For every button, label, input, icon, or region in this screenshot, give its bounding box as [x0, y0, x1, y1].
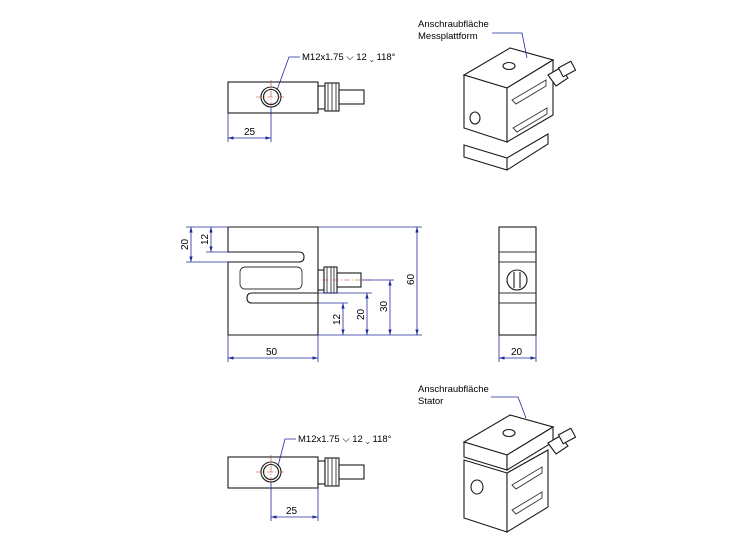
dim-front-center: 30: [379, 300, 390, 312]
iso-view-upper: Anschraubfläche Messplattform: [418, 19, 577, 171]
iso-bottom-label-2: Stator: [418, 396, 443, 407]
front-view: 50 60 30 20 12 20 12: [180, 226, 422, 362]
iso-view-lower: Anschraubfläche Stator: [418, 384, 577, 533]
dim-front-height: 60: [406, 273, 417, 285]
dim-top-offset: 25: [244, 127, 256, 138]
dim-side-width: 20: [511, 347, 523, 358]
iso-top-label-1: Anschraubfläche: [418, 19, 489, 30]
iso-bottom-label-1: Anschraubfläche: [418, 384, 489, 395]
bottom-thread-callout: M12x1.75 ⌵ 12 ⌄ 118°: [298, 434, 392, 445]
dim-front-lower-outer: 20: [356, 308, 367, 320]
dim-bottom-offset: 25: [286, 506, 298, 517]
top-view-upper: M12x1.75 ⌵ 12 ⌄ 118° 25: [227, 52, 396, 142]
dim-front-width: 50: [266, 347, 278, 358]
iso-top-label-2: Messplattform: [418, 31, 478, 42]
top-view-lower: M12x1.75 ⌵ 12 ⌄ 118° 25: [227, 434, 392, 521]
dim-front-upper-inner: 12: [200, 233, 211, 245]
side-view: 20: [498, 226, 537, 362]
gland-nut-icon: [506, 269, 528, 291]
dim-front-lower-inner: 12: [332, 313, 343, 325]
top-thread-callout: M12x1.75 ⌵ 12 ⌄ 118°: [302, 52, 396, 63]
dim-front-upper-outer: 20: [180, 238, 191, 250]
